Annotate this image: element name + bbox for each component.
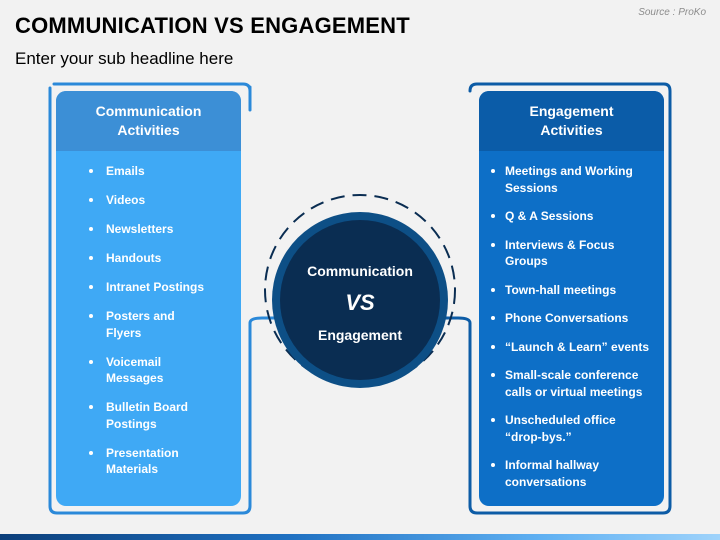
engagement-item: Q & A Sessions bbox=[479, 208, 654, 225]
communication-item: Bulletin Board Postings bbox=[68, 399, 231, 432]
communication-heading: Communication Activities bbox=[56, 91, 241, 151]
communication-item: Intranet Postings bbox=[68, 279, 231, 296]
source-note: Source : ProKo bbox=[638, 7, 706, 18]
right-bracket bbox=[442, 82, 672, 515]
page-title: COMMUNICATION VS ENGAGEMENT bbox=[15, 13, 410, 38]
engagement-item: “Launch & Learn” events bbox=[479, 339, 654, 356]
engagement-item: Unscheduled office “drop-bys.” bbox=[479, 412, 654, 445]
dashed-ring bbox=[264, 194, 456, 386]
center-label-vs: VS bbox=[345, 290, 375, 315]
engagement-list: Meetings and Working Sessions Q & A Sessi… bbox=[479, 151, 664, 490]
communication-item: Emails bbox=[68, 163, 231, 180]
communication-item: Videos bbox=[68, 192, 231, 209]
center-label-communication: Communication bbox=[307, 263, 413, 279]
engagement-item: Phone Conversations bbox=[479, 310, 654, 327]
bottom-accent-bar bbox=[0, 534, 720, 540]
center-label-engagement: Engagement bbox=[317, 327, 402, 343]
communication-item: Newsletters bbox=[68, 221, 231, 238]
communication-item: Handouts bbox=[68, 250, 231, 267]
left-bracket bbox=[48, 82, 278, 515]
engagement-item: Interviews & Focus Groups bbox=[479, 237, 654, 270]
communication-item: Voicemail Messages bbox=[68, 354, 231, 387]
engagement-item: Meetings and Working Sessions bbox=[479, 163, 654, 196]
circle-inner bbox=[280, 220, 440, 380]
communication-item: Posters and Flyers bbox=[68, 308, 231, 341]
communication-item: Presentation Materials bbox=[68, 445, 231, 478]
page-subtitle: Enter your sub headline here bbox=[15, 49, 234, 68]
engagement-item: Informal hallway conversations bbox=[479, 457, 654, 490]
engagement-panel: Engagement Activities Meetings and Worki… bbox=[479, 91, 664, 506]
engagement-heading: Engagement Activities bbox=[479, 91, 664, 151]
engagement-item: Small-scale conference calls or virtual … bbox=[479, 367, 654, 400]
engagement-item: Town-hall meetings bbox=[479, 282, 654, 299]
